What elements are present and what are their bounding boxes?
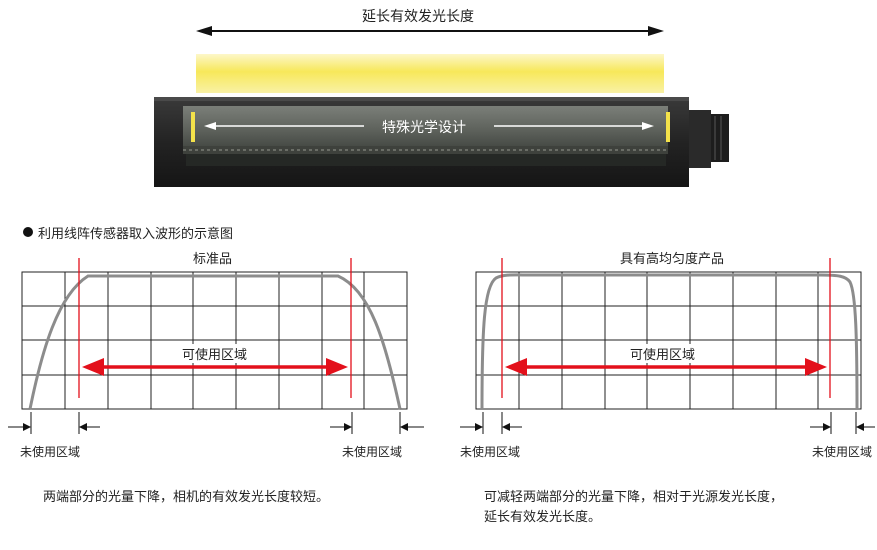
lens-edge-mark-left (191, 112, 195, 142)
effective-length-label: 延长有效发光长度 (362, 9, 474, 25)
left-unused-dimension-right (330, 412, 424, 434)
right-grid (475, 271, 862, 410)
section-title: 利用线阵传感器取入波形的示意图 (38, 227, 234, 242)
left-waveform-chart (8, 258, 424, 434)
right-caption-line1: 可减轻两端部分的光量下降，相对于光源发光长度， (484, 490, 784, 505)
left-caption: 两端部分的光量下降，相机的有效发光长度较短。 (43, 490, 330, 505)
diagram-canvas: 延长有效发光长度 特殊光学设计 利用线阵传感器取入波形的示意图 (8, 9, 875, 525)
left-unused-dimension-left (8, 412, 100, 434)
right-unused-label-left: 未使用区域 (460, 445, 521, 459)
light-glow (196, 54, 664, 93)
right-unused-label-right: 未使用区域 (812, 445, 873, 459)
left-unused-label-right: 未使用区域 (342, 445, 403, 459)
optical-design-arrow (204, 122, 654, 130)
light-unit-body (154, 97, 729, 187)
right-unused-dimension-right (810, 412, 875, 434)
right-caption-line2: 延长有效发光长度。 (484, 510, 602, 525)
light-bar-illustration (154, 26, 729, 187)
waveform-charts (8, 258, 875, 434)
left-light-curve (28, 274, 402, 410)
optical-design-label: 特殊光学设计 (382, 120, 466, 136)
left-usable-arrow (82, 358, 348, 376)
right-unused-dimension-left (460, 412, 522, 434)
right-usable-label: 可使用区域 (627, 344, 699, 363)
left-chart-title: 标准品 (193, 252, 233, 267)
lens-edge-mark-right (666, 112, 670, 142)
left-usable-label: 可使用区域 (179, 344, 251, 363)
right-chart-title: 具有高均匀度产品 (620, 252, 725, 267)
section-bullet (23, 227, 33, 237)
right-usable-arrow (505, 358, 827, 376)
effective-length-arrow (196, 26, 664, 36)
left-unused-label-left: 未使用区域 (20, 445, 81, 459)
left-grid (21, 271, 408, 410)
right-waveform-chart (460, 258, 875, 434)
right-light-curve (480, 273, 859, 410)
